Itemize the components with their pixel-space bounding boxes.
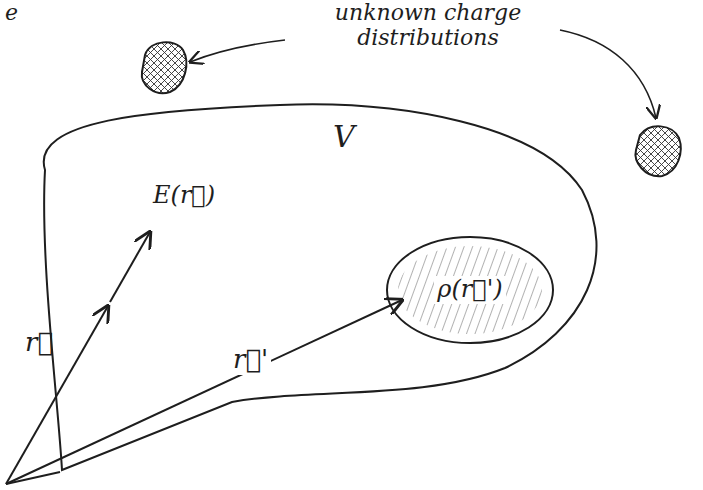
charge-blob <box>142 42 186 93</box>
source-vector <box>6 300 402 484</box>
region-label: ρ(r⃗') <box>434 276 505 304</box>
charge-blob <box>636 126 681 176</box>
symbol-label: E(r⃗) <box>150 182 218 210</box>
charge-region: ρ(r⃗') <box>385 235 555 345</box>
origin-line <box>6 472 60 484</box>
symbol-label: e <box>2 0 21 25</box>
pointer-arrow <box>190 40 285 62</box>
symbol-label: r⃗' <box>230 345 271 375</box>
volume-region: Vρ(r⃗') <box>0 95 600 490</box>
volume-region-outline <box>0 95 600 490</box>
charge-hatching <box>398 246 542 334</box>
region-label: V <box>330 120 358 155</box>
charge-outline <box>387 237 553 343</box>
field-vector <box>110 232 150 302</box>
volume-outline <box>44 104 597 470</box>
pointer-arrow <box>560 30 656 118</box>
annotation-note: unknown charge distributions <box>300 0 556 51</box>
